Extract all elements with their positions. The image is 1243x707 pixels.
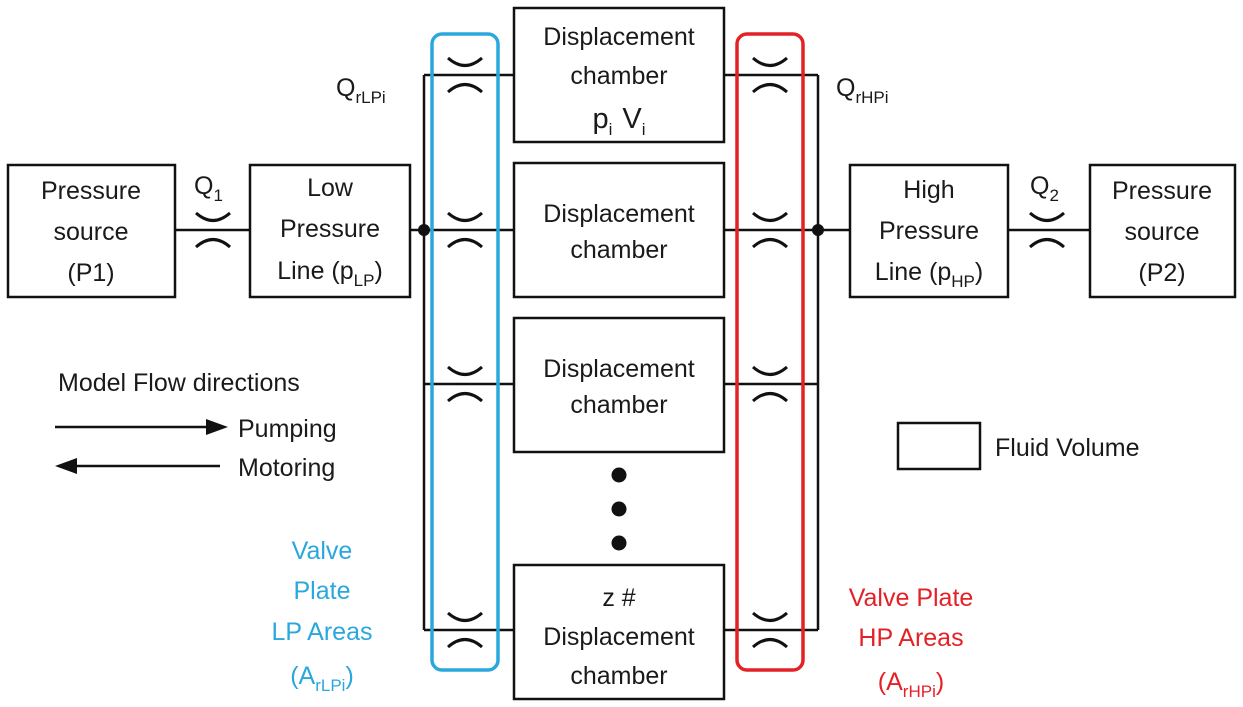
flow-label-q1: Q1 bbox=[194, 172, 223, 205]
pressure-source-right: Pressure source (P2) bbox=[1088, 163, 1237, 299]
hp-valve-area-group bbox=[735, 32, 805, 672]
source-right-line-1: Pressure bbox=[1112, 177, 1212, 205]
flow-label-qrhpi: QrHPi bbox=[836, 74, 889, 107]
chamber-3-line-1: Displacement bbox=[543, 355, 695, 383]
hp-areas-label: Valve Plate HP Areas (ArHPi) bbox=[849, 584, 974, 701]
source-left-line-3: (P1) bbox=[67, 259, 114, 287]
flow-label-qrlpi: QrLPi bbox=[336, 74, 386, 107]
chamber-top-line-1: Displacement bbox=[543, 23, 695, 51]
lp-areas-line-4: (ArLPi) bbox=[290, 662, 354, 695]
source-right-line-2: source bbox=[1124, 218, 1199, 246]
pressure-source-left-box bbox=[6, 163, 177, 299]
chamber-2-line-1: Displacement bbox=[543, 200, 695, 228]
pressure-source-right-box bbox=[1088, 163, 1237, 299]
lp-areas-line-1: Valve bbox=[292, 537, 353, 565]
fluid-volume-label: Fluid Volume bbox=[995, 434, 1140, 462]
orifice-q2-icon bbox=[1029, 211, 1065, 249]
displacement-chamber-3: Displacement chamber bbox=[512, 316, 726, 454]
motoring-arrow-icon bbox=[55, 458, 77, 474]
hp-line-label-1: High bbox=[903, 176, 954, 204]
displacement-chamber-2: Displacement chamber bbox=[512, 161, 726, 299]
ellipsis-dot-1 bbox=[611, 467, 627, 483]
orifice-q1-icon bbox=[195, 211, 231, 249]
chamber-top-box bbox=[512, 6, 726, 144]
lp-line-label-2: Pressure bbox=[280, 215, 380, 243]
chamber-3-box bbox=[512, 316, 726, 454]
connection-wires bbox=[175, 73, 1090, 632]
low-pressure-line: Low Pressure Line (pLP) bbox=[248, 163, 412, 299]
chamber-3-line-2: chamber bbox=[570, 391, 667, 419]
hp-areas-line-1: Valve Plate bbox=[849, 584, 974, 612]
orifice-hp-z-icon bbox=[752, 611, 788, 649]
hp-junction-node bbox=[812, 224, 824, 236]
high-pressure-line-box bbox=[848, 163, 1010, 299]
orifices bbox=[195, 56, 1065, 649]
lp-junction-node bbox=[418, 224, 430, 236]
chamber-z-line-2: Displacement bbox=[543, 623, 695, 651]
displacement-chamber-z: z # Displacement chamber bbox=[512, 563, 726, 701]
pressure-source-left: Pressure source (P1) bbox=[6, 163, 177, 299]
orifice-hp-3-icon bbox=[752, 365, 788, 403]
chamber-2-line-2: chamber bbox=[570, 236, 667, 264]
hp-line-label-2: Pressure bbox=[879, 217, 979, 245]
orifice-lp-3-icon bbox=[447, 365, 483, 403]
pumping-arrow-icon bbox=[206, 419, 228, 435]
lp-areas-line-2: Plate bbox=[294, 577, 351, 605]
legend-motoring: Motoring bbox=[238, 454, 335, 482]
hp-line-label-3: Line (pHP) bbox=[875, 258, 983, 291]
source-left-line-1: Pressure bbox=[41, 177, 141, 205]
high-pressure-line: High Pressure Line (pHP) bbox=[848, 163, 1010, 299]
ellipsis-dot-2 bbox=[611, 501, 627, 517]
fluid-volume-legend: Fluid Volume bbox=[896, 421, 1140, 471]
chamber-z-box bbox=[512, 563, 726, 701]
chamber-z-line-3: chamber bbox=[570, 662, 667, 690]
lp-areas-label: Valve Plate LP Areas (ArLPi) bbox=[271, 537, 372, 695]
flow-direction-legend: Model Flow directions Pumping Motoring bbox=[55, 369, 337, 482]
ellipsis-dot-3 bbox=[611, 535, 627, 551]
flow-label-q2: Q2 bbox=[1030, 172, 1059, 205]
source-right-line-3: (P2) bbox=[1138, 259, 1185, 287]
hp-areas-line-2: HP Areas bbox=[858, 624, 963, 652]
chamber-top-line-2: chamber bbox=[570, 62, 667, 90]
lp-line-label-3: Line (pLP) bbox=[277, 257, 383, 290]
orifice-lp-1-icon bbox=[447, 56, 483, 94]
source-left-line-2: source bbox=[53, 218, 128, 246]
orifice-lp-2-icon bbox=[447, 211, 483, 249]
orifice-hp-1-icon bbox=[752, 56, 788, 94]
ellipsis-dots bbox=[611, 467, 627, 551]
low-pressure-line-box bbox=[248, 163, 412, 299]
orifice-hp-2-icon bbox=[752, 211, 788, 249]
lp-areas-line-3: LP Areas bbox=[271, 618, 372, 646]
hp-areas-line-3: (ArHPi) bbox=[878, 668, 944, 701]
fluid-volume-legend-box bbox=[896, 421, 982, 471]
chamber-z-line-1: z # bbox=[602, 584, 635, 612]
lp-line-label-1: Low bbox=[307, 174, 354, 202]
legend-pumping: Pumping bbox=[238, 415, 337, 443]
orifice-lp-z-icon bbox=[447, 611, 483, 649]
legend-title: Model Flow directions bbox=[58, 369, 300, 397]
lp-valve-area-group bbox=[430, 32, 500, 672]
chamber-2-box bbox=[512, 161, 726, 299]
